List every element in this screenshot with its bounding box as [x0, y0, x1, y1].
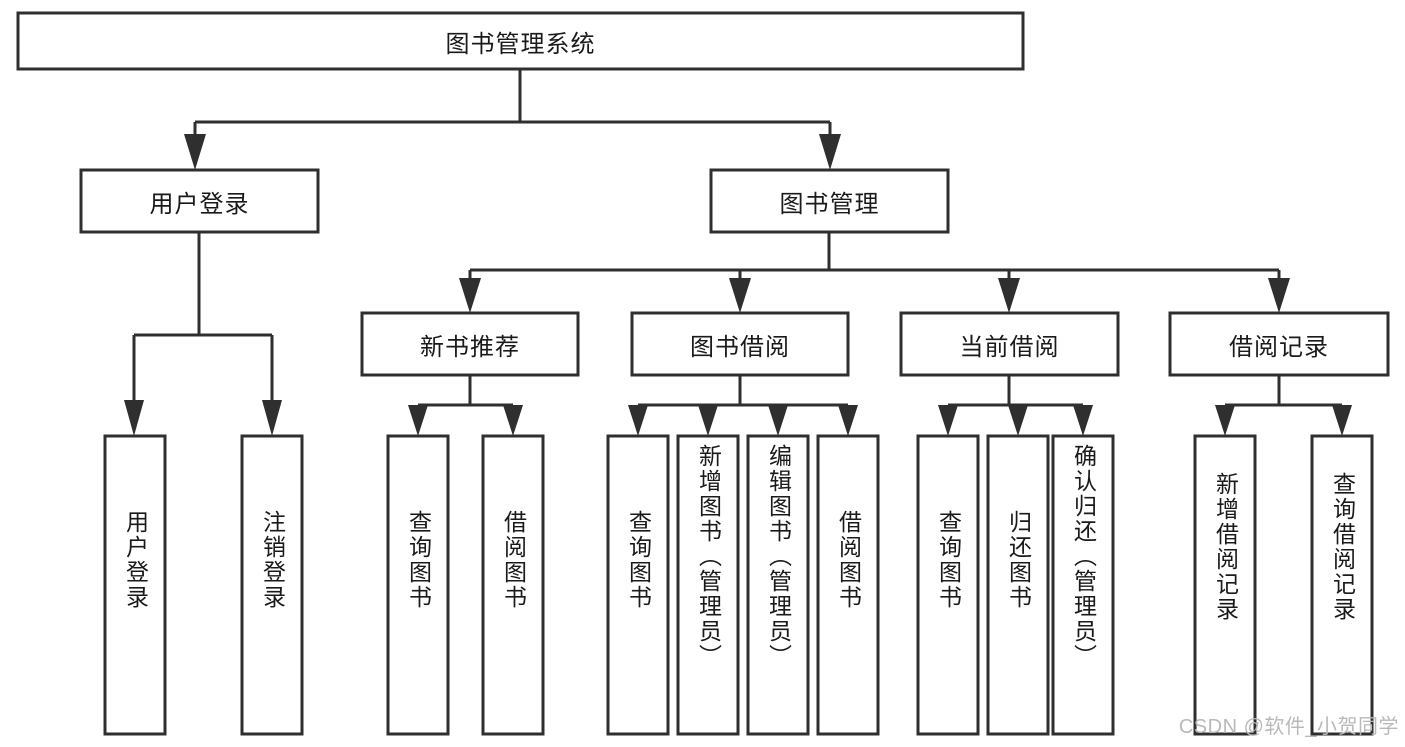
- arrow-head-icon: [1008, 405, 1028, 436]
- node-book-borrow-box[interactable]: [630, 311, 850, 377]
- arrow-head-icon: [698, 405, 718, 436]
- node-new-book-box[interactable]: [360, 311, 580, 377]
- arrow-head-icon: [184, 134, 206, 170]
- node-book-manage-box[interactable]: [709, 168, 950, 234]
- node-root-box[interactable]: [16, 11, 1025, 71]
- node-user-login-box[interactable]: [79, 168, 320, 234]
- arrow-head-icon: [838, 405, 858, 436]
- arrow-head-icon: [628, 405, 648, 436]
- leaf-book-borrow-3-box[interactable]: [746, 434, 810, 736]
- leaf-new-book-1-box[interactable]: [386, 434, 450, 736]
- arrow-head-icon: [729, 278, 751, 313]
- connector-group-root: [184, 69, 841, 170]
- leaf-book-borrow-4-box[interactable]: [816, 434, 880, 736]
- connector-group-current-borrow: [938, 375, 1093, 436]
- arrow-head-icon: [998, 278, 1020, 313]
- leaf-user-login-1-box[interactable]: [103, 434, 167, 736]
- arrow-head-icon: [768, 405, 788, 436]
- node-borrow-record-box[interactable]: [1168, 311, 1390, 377]
- connector-group-borrow-record: [1215, 375, 1352, 436]
- leaf-user-login-2-box[interactable]: [240, 434, 304, 736]
- arrow-head-icon: [459, 278, 481, 313]
- leaf-borrow-record-2-box[interactable]: [1310, 434, 1374, 736]
- leaf-current-borrow-2-box[interactable]: [986, 434, 1050, 736]
- leaf-borrow-record-1-box[interactable]: [1193, 434, 1257, 736]
- leaf-current-borrow-3-box[interactable]: [1051, 434, 1115, 736]
- arrow-head-icon: [1215, 405, 1235, 436]
- connector-group-book-borrow: [628, 375, 858, 436]
- leaf-new-book-2-box[interactable]: [481, 434, 545, 736]
- connector-group-new-book: [408, 375, 523, 436]
- arrow-head-icon: [503, 405, 523, 436]
- arrow-head-icon: [938, 405, 958, 436]
- arrow-head-icon: [1268, 278, 1290, 313]
- leaf-current-borrow-1-box[interactable]: [916, 434, 980, 736]
- arrow-head-icon: [262, 400, 282, 436]
- connector-group-user-login: [124, 232, 282, 436]
- arrow-head-icon: [124, 400, 144, 436]
- connector-group-book-manage: [459, 232, 1290, 313]
- arrow-head-icon: [1073, 405, 1093, 436]
- node-current-borrow-box[interactable]: [899, 311, 1120, 377]
- arrow-head-icon: [819, 134, 841, 170]
- leaf-book-borrow-2-box[interactable]: [676, 434, 740, 736]
- arrow-head-icon: [408, 405, 428, 436]
- arrow-head-icon: [1332, 405, 1352, 436]
- leaf-book-borrow-1-box[interactable]: [606, 434, 670, 736]
